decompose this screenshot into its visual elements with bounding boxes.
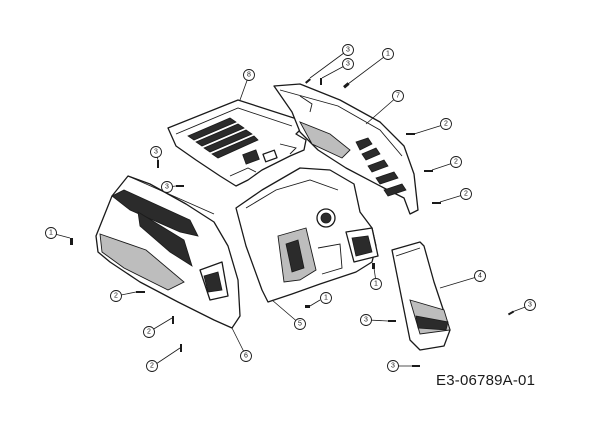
part-left-side-cover [95, 175, 241, 329]
callout-bubble: 3 [360, 314, 372, 326]
callout-label: 1 [324, 295, 328, 302]
part-right-side-cover [273, 83, 419, 215]
screw-3-bottom-a [388, 320, 396, 322]
callout-label: 2 [150, 363, 154, 370]
callout-bubble: 8 [243, 69, 255, 81]
callout-label: 2 [454, 159, 458, 166]
screw-2-left-b [172, 316, 174, 324]
callout-label: 1 [49, 230, 53, 237]
screw-2-left-c [180, 344, 182, 352]
screw-3-mid-a [157, 160, 159, 168]
screw-2-a [406, 133, 415, 135]
screw-2-c [432, 202, 441, 204]
part-steering-column-cover [391, 241, 451, 351]
callout-bubble: 2 [143, 326, 155, 338]
callout-label: 1 [374, 281, 378, 288]
callout-bubble: 2 [110, 290, 122, 302]
callout-label: 7 [396, 93, 400, 100]
callout-label: 3 [528, 302, 532, 309]
callout-label: 2 [147, 329, 151, 336]
callout-label: 2 [464, 191, 468, 198]
callout-bubble: 1 [370, 278, 382, 290]
screw-3-bottom-b [412, 365, 420, 367]
callout-bubble: 3 [524, 299, 536, 311]
part-dashboard-fender [235, 167, 379, 303]
callout-bubble: 1 [382, 48, 394, 60]
screw-1-left [70, 238, 73, 245]
screw-2-left-a [136, 291, 145, 293]
callout-bubble: 3 [150, 146, 162, 158]
screw-1-right [372, 263, 375, 269]
callout-bubble: 3 [342, 58, 354, 70]
callout-label: 2 [114, 293, 118, 300]
callout-label: 6 [244, 353, 248, 360]
callout-bubble: 2 [146, 360, 158, 372]
callout-label: 3 [346, 61, 350, 68]
callout-bubble: 2 [450, 156, 462, 168]
callout-bubble: 2 [460, 188, 472, 200]
callout-bubbles: 3 3 1 8 7 2 2 2 3 3 1 2 1 1 4 3 3 5 2 2 … [45, 44, 536, 372]
callout-label: 8 [247, 72, 251, 79]
leader-lines [50, 49, 529, 367]
screw-3-top-b [320, 78, 322, 85]
callout-label: 3 [154, 149, 158, 156]
drawing-code-label: E3-06789A-01 [436, 372, 536, 389]
callout-label: 3 [364, 317, 368, 324]
callout-label: 3 [346, 47, 350, 54]
callout-bubble: 7 [392, 90, 404, 102]
screw-3-top-a [305, 78, 311, 84]
callout-bubble: 3 [342, 44, 354, 56]
callout-label: 4 [478, 273, 482, 280]
callout-bubble: 2 [440, 118, 452, 130]
part-top-cover-plate [167, 99, 307, 187]
callout-label: 5 [298, 321, 302, 328]
callout-label: 3 [165, 184, 169, 191]
callout-label: 3 [391, 363, 395, 370]
screws [70, 78, 515, 367]
callout-bubble: 4 [474, 270, 486, 282]
screw-2-b [424, 170, 433, 172]
callout-bubble: 3 [161, 181, 173, 193]
callout-bubble: 1 [45, 227, 57, 239]
callout-label: 2 [444, 121, 448, 128]
callout-bubble: 3 [387, 360, 399, 372]
callout-bubble: 5 [294, 318, 306, 330]
callout-bubble: 6 [240, 350, 252, 362]
screw-3-mid-b [176, 185, 184, 187]
callout-bubble: 1 [320, 292, 332, 304]
screw-1-mid [305, 305, 310, 308]
callout-label: 1 [386, 51, 390, 58]
